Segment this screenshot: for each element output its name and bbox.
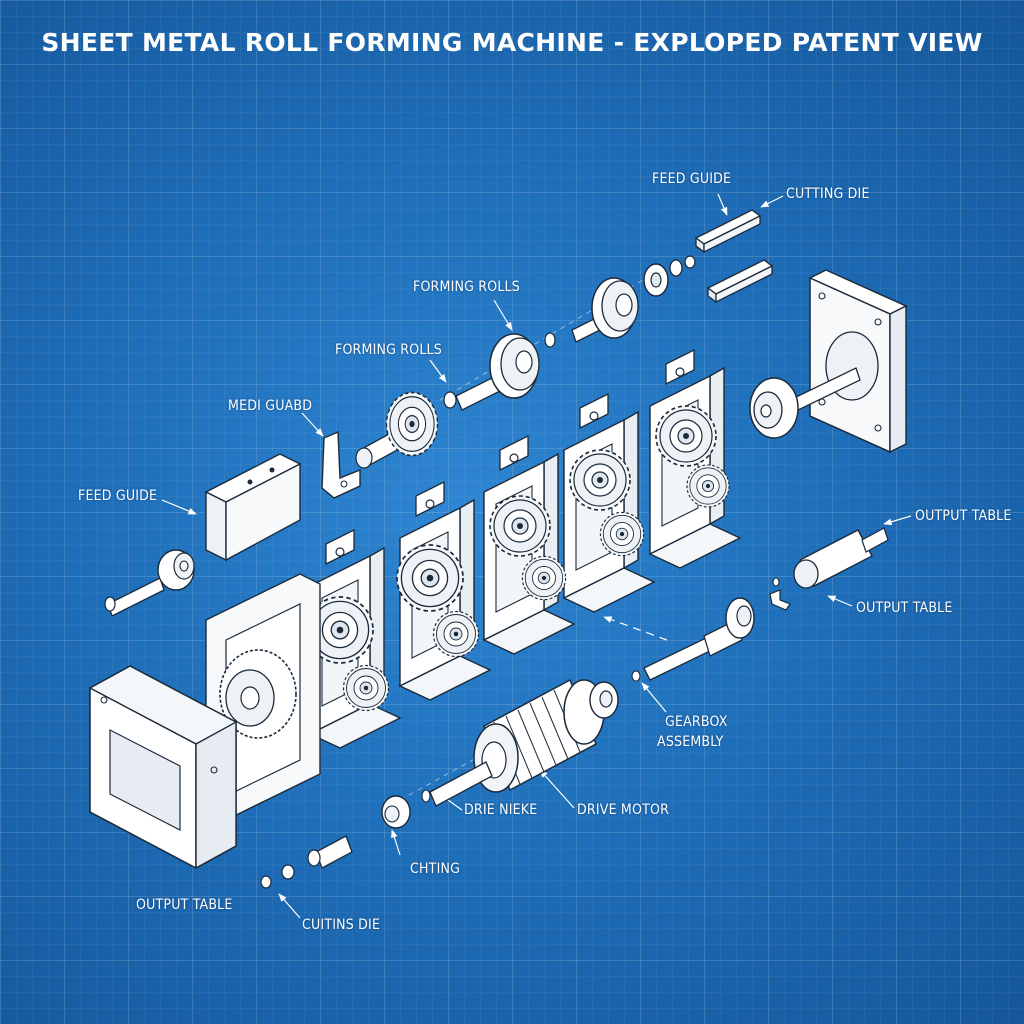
end-plate-right [750,270,906,452]
medi-guard-bracket [322,432,360,498]
label-output-table-right-upper: OUTPUT TABLE [915,508,1012,524]
forming-stand-3 [483,435,575,655]
forming-roll-lower [444,334,539,410]
forming-stand-4 [563,393,655,613]
coupling-small-parts [261,796,410,888]
drive-motor-body [422,680,618,806]
label-output-table-right-lower: OUTPUT TABLE [856,600,953,616]
label-feed-guide-top: FEED GUIDE [652,171,732,187]
forming-stand-1 [306,529,401,749]
forming-roll-upper [545,278,638,347]
label-cutting-die-bottom: CUITINS DIE [302,917,381,933]
output-shaft-assembly [770,528,888,610]
coupling-shaft-left [105,550,194,616]
label-forming-rolls-lower: FORMING ROLLS [335,342,442,358]
label-medi-guabd: MEDI GUABD [228,398,313,414]
forming-stand-2 [396,481,491,701]
feed-guide-bar-top [696,210,760,252]
label-gearbox-line1: GEARBOX [665,714,728,730]
base-frame [90,666,236,868]
label-chting: CHTING [410,861,461,877]
forming-stand-5 [649,349,741,569]
label-cutting-die-top: CUTTING DIE [786,186,870,202]
feed-guide-channel [206,454,300,560]
drive-gear-shaft [356,391,439,469]
page-title: SHEET METAL ROLL FORMING MACHINE - EXPLO… [41,28,983,57]
label-forming-rolls-upper: FORMING ROLLS [413,279,520,295]
label-feed-guide-left: FEED GUIDE [78,488,158,504]
label-drive-motor: DRIVE MOTOR [577,802,670,818]
small-washers-top [644,256,695,296]
label-output-table-bottom: OUTPUT TABLE [136,897,233,913]
label-drie-nieke: DRIE NIEKE [464,802,538,818]
label-gearbox-line2: ASSEMBLY [657,734,724,750]
cutting-die-bar-top [708,260,772,302]
gearbox-input-shaft [632,598,754,681]
